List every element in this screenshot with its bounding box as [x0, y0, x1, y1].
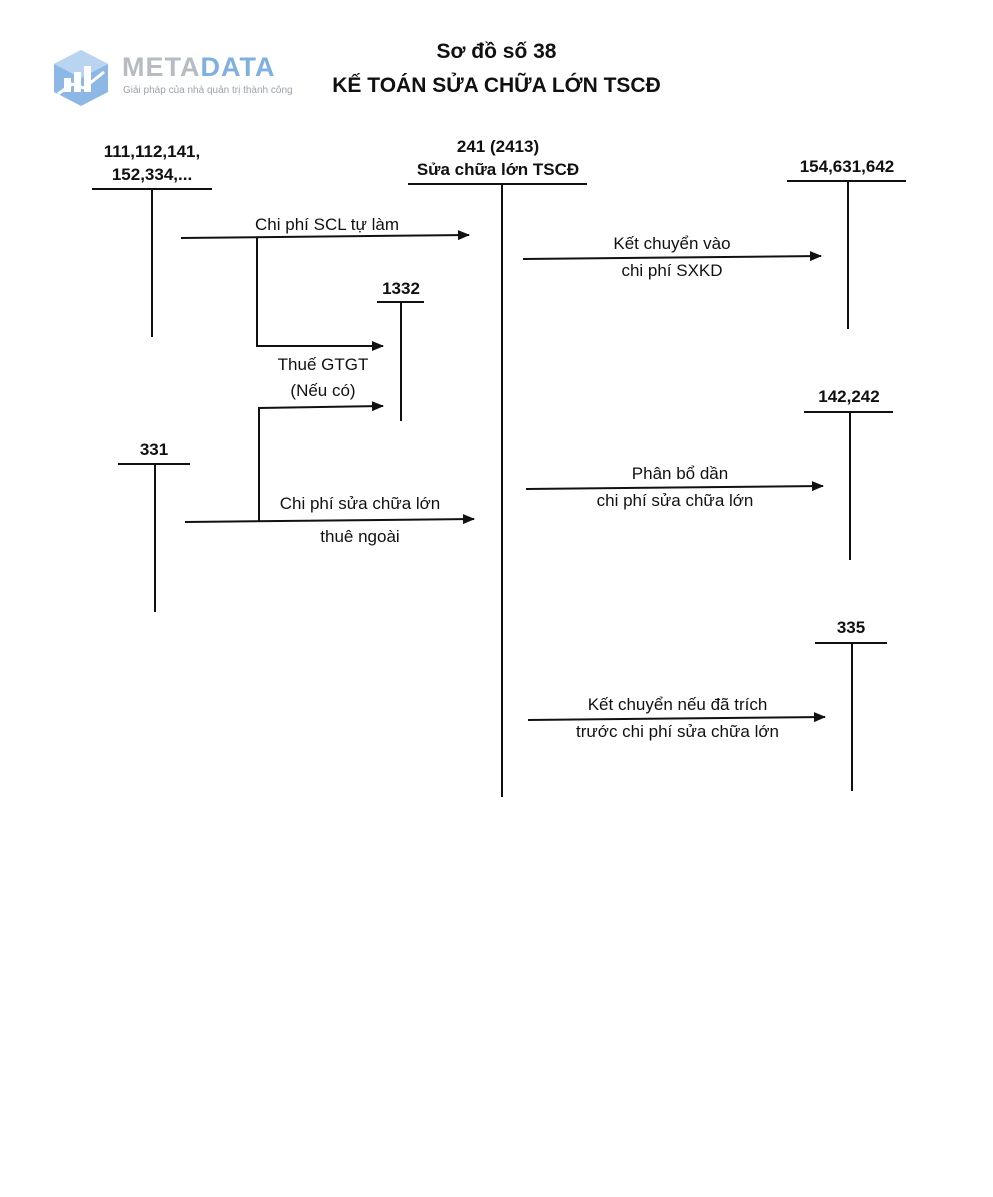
label-accrued-line1: Kết chuyển nếu đã trích: [587, 695, 768, 714]
arrow-vat-outsourced: [258, 401, 384, 522]
account-label-154: 154,631,642: [799, 157, 895, 176]
diagram-number: Sơ đồ số 38: [436, 40, 557, 63]
account-label-335: 335: [836, 618, 866, 637]
logo-word-data: DATA: [200, 52, 276, 82]
label-outsourced-line2: thuê ngoài: [320, 527, 400, 546]
account-label-331: 331: [139, 440, 169, 459]
arrow-accrued: [527, 712, 826, 723]
label-vat-line2: (Nếu có): [290, 381, 356, 400]
account-label-111: 111,112,141, 152,334,...: [103, 142, 201, 184]
arrow-outsourced: [184, 514, 475, 525]
arrow-allocate: [525, 481, 824, 492]
label-allocate-line2: chi phí sửa chữa lớn: [596, 491, 754, 510]
account-label-1332: 1332: [382, 279, 420, 298]
label-accrued-line2: trước chi phí sửa chữa lớn: [576, 722, 779, 741]
logo-tagline: Giải pháp của nhà quản trị thành công: [123, 85, 293, 96]
account-label-241-code: 241 (2413): [456, 137, 540, 156]
label-self-made: Chi phí SCL tự làm: [255, 215, 399, 234]
account-label-241-name: Sửa chữa lớn TSCĐ: [416, 160, 580, 179]
diagram-title: KẾ TOÁN SỬA CHỮA LỚN TSCĐ: [332, 74, 661, 97]
label-vat-line1: Thuế GTGT: [277, 355, 369, 374]
account-label-142: 142,242: [818, 387, 880, 406]
arrow-vat-self-made: [256, 238, 384, 351]
label-allocate-line1: Phân bổ dần: [631, 464, 729, 483]
label-to-production-line2: chi phí SXKD: [621, 261, 723, 280]
logo-hexagon-chart-icon: [54, 50, 108, 106]
logo-word-meta: META: [122, 52, 201, 82]
logo: METADATA Giải pháp của nhà quản trị thàn…: [50, 48, 300, 108]
arrow-to-production: [522, 251, 822, 262]
label-to-production-line1: Kết chuyển vào: [613, 234, 731, 253]
arrow-self-made: [180, 230, 470, 241]
label-outsourced-line1: Chi phí sửa chữa lớn: [279, 494, 441, 513]
